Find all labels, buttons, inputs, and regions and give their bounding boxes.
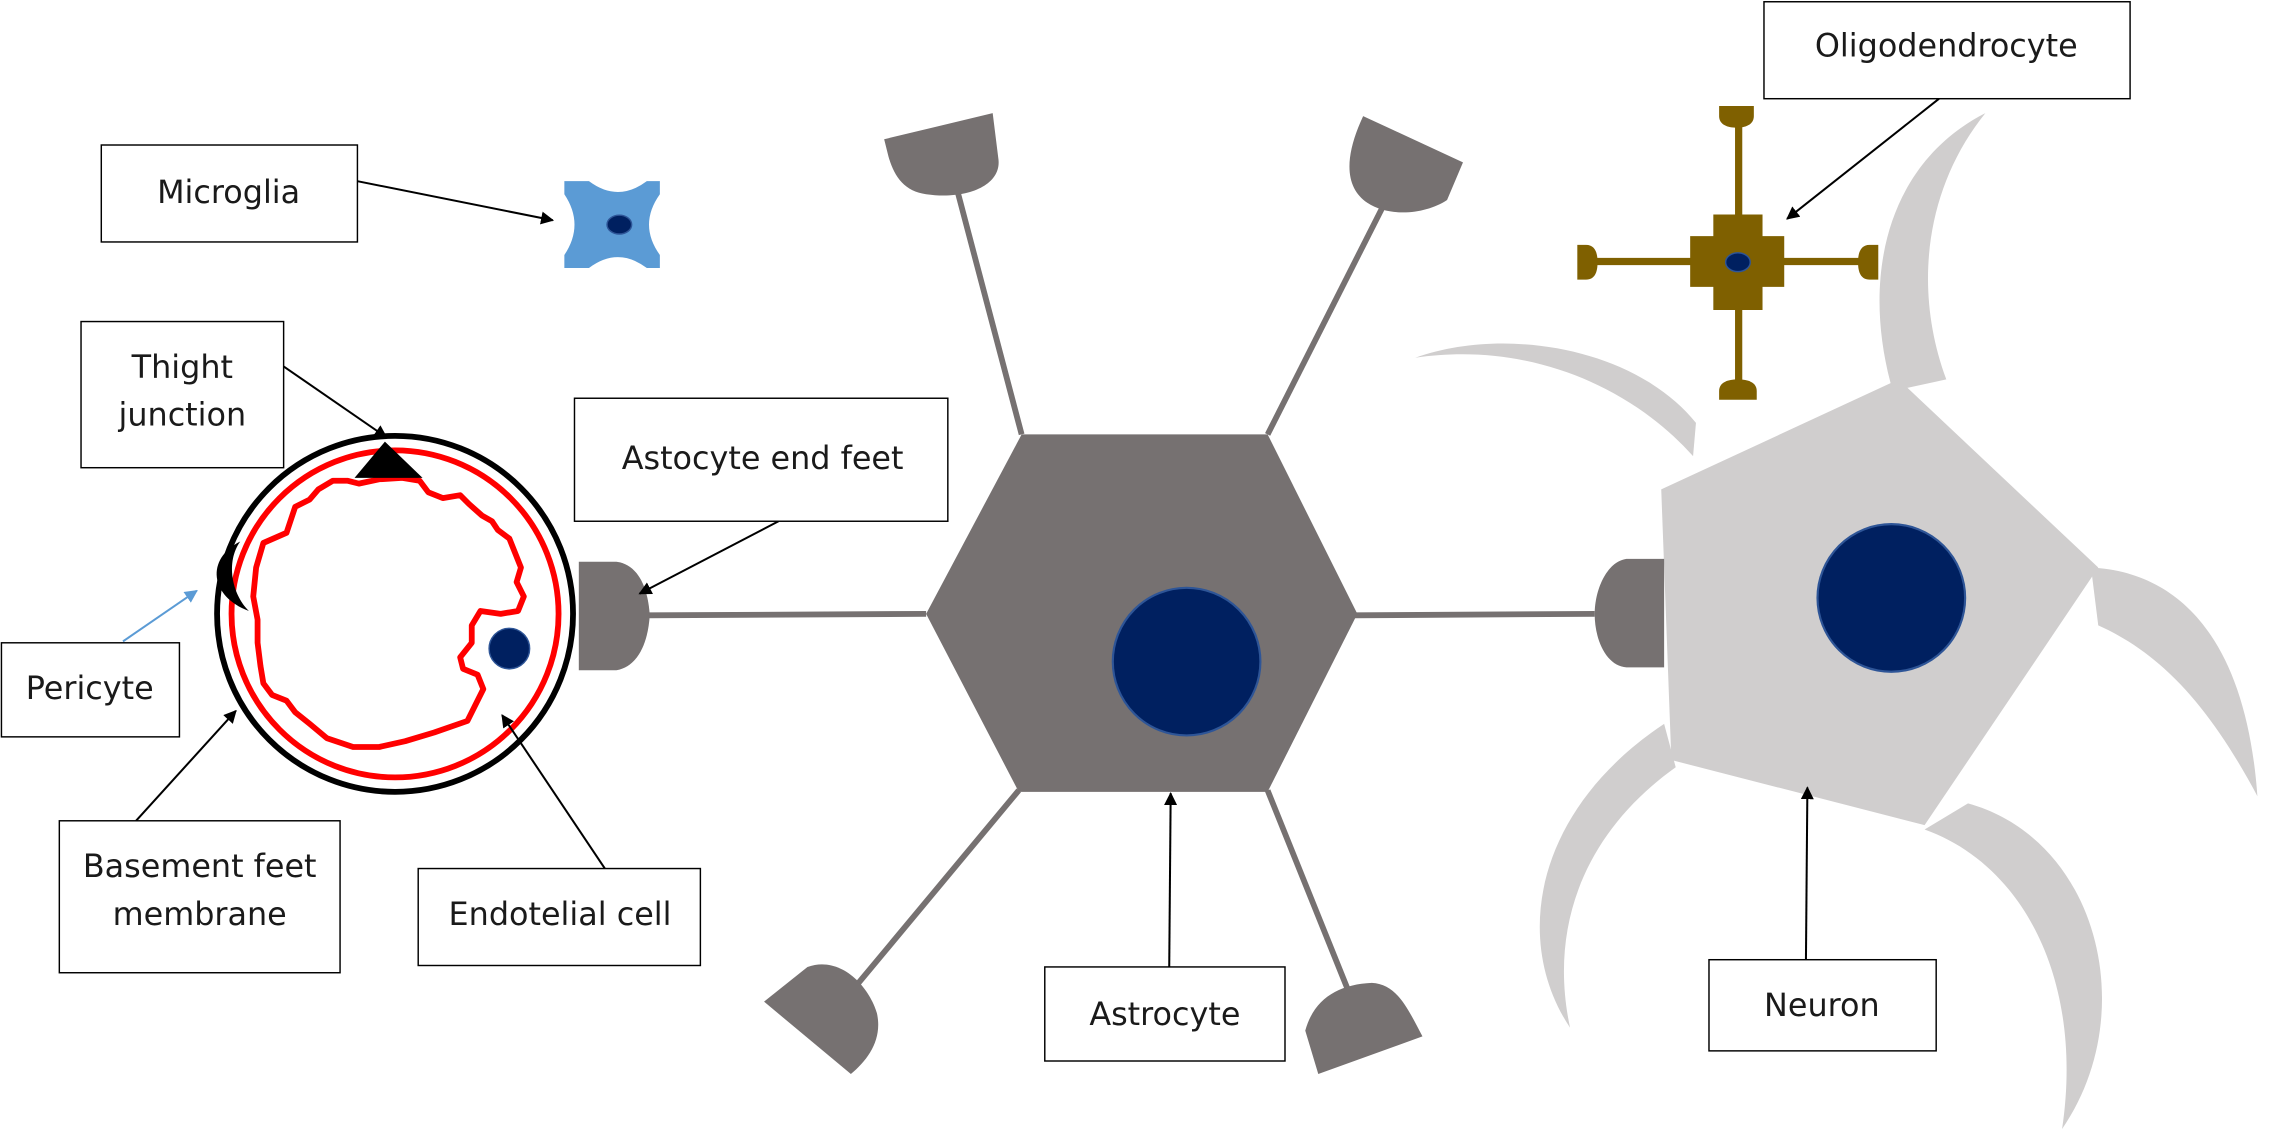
- end-foot-vessel: [578, 561, 650, 671]
- arrow-tight-junction: [283, 365, 388, 439]
- astrocyte: [578, 113, 1665, 1075]
- oligodendrocyte: [1577, 105, 1879, 400]
- pericyte-cell: [216, 541, 249, 611]
- astrocyte-nucleus: [1111, 586, 1262, 737]
- arrow-astrocyte: [1164, 791, 1178, 967]
- neuron-dendrite: [1539, 723, 1676, 1028]
- neuron-dendrite: [1415, 343, 1696, 457]
- arrow-astrocyte-end-feet: [638, 520, 779, 595]
- basement-membrane-label-box: [58, 820, 341, 974]
- arrow-neuron: [1800, 786, 1814, 960]
- end-foot-neuron: [1594, 558, 1665, 668]
- astrocyte-end-feet-label-box: [573, 397, 949, 522]
- astrocyte-end-feet-label: Astocyte end feet: [622, 439, 904, 477]
- pericyte-label-box: [0, 642, 181, 738]
- label-boxes: [0, 1, 2131, 1062]
- astrocyte-processes: [648, 170, 1595, 1015]
- astrocyte-label: Astrocyte: [1089, 995, 1240, 1033]
- basement-membrane-label-line2: membrane: [113, 895, 287, 933]
- end-foot: [1349, 116, 1463, 213]
- tight-junction-label-line1: Thight: [131, 348, 233, 386]
- end-foot: [884, 113, 999, 196]
- microglia-label-box: [100, 144, 359, 243]
- microglia: [564, 181, 660, 269]
- blood-vessel: [214, 432, 576, 795]
- tight-junction-label-line2: junction: [118, 396, 247, 434]
- microglia-nucleus: [606, 214, 633, 235]
- astrocyte-label-box: [1044, 966, 1286, 1062]
- endothelial-label-box: [417, 867, 702, 967]
- arrow-basement-membrane: [135, 709, 237, 822]
- endothelium-outer: [228, 447, 562, 781]
- pericyte-label: Pericyte: [26, 669, 154, 707]
- arrow-pericyte: [122, 589, 198, 643]
- neuron-dendrite: [2091, 567, 2258, 797]
- microglia-label: Microglia: [157, 173, 300, 211]
- neuron-dendrite: [1924, 803, 2103, 1130]
- tight-junction-label-box: [80, 320, 285, 469]
- endothelial-label: Endotelial cell: [449, 895, 672, 933]
- end-foot: [764, 964, 879, 1075]
- oligodendrocyte-label: Oligodendrocyte: [1815, 27, 2078, 65]
- neuron-dendrite: [1879, 113, 1986, 392]
- arrow-oligodendrocyte: [1786, 97, 1940, 220]
- label-arrows: [122, 97, 1940, 967]
- oligodendrocyte-label-box: [1763, 1, 2131, 100]
- neuron-label: Neuron: [1764, 986, 1880, 1024]
- endothelial-cell-membrane: [250, 474, 527, 750]
- astrocyte-end-feet: [578, 113, 1665, 1075]
- end-foot: [1305, 982, 1423, 1075]
- oligodendrocyte-nucleus: [1724, 252, 1751, 273]
- neuron-nucleus: [1816, 523, 1967, 673]
- arrow-endothelial-cell: [501, 714, 606, 870]
- endothelial-nucleus: [488, 627, 531, 670]
- neuron-label-box: [1708, 958, 1937, 1052]
- arrow-microglia: [357, 180, 555, 225]
- tight-junction-marker: [354, 441, 423, 478]
- basement-membrane: [214, 432, 576, 795]
- basement-membrane-label-line1: Basement feet: [83, 847, 317, 885]
